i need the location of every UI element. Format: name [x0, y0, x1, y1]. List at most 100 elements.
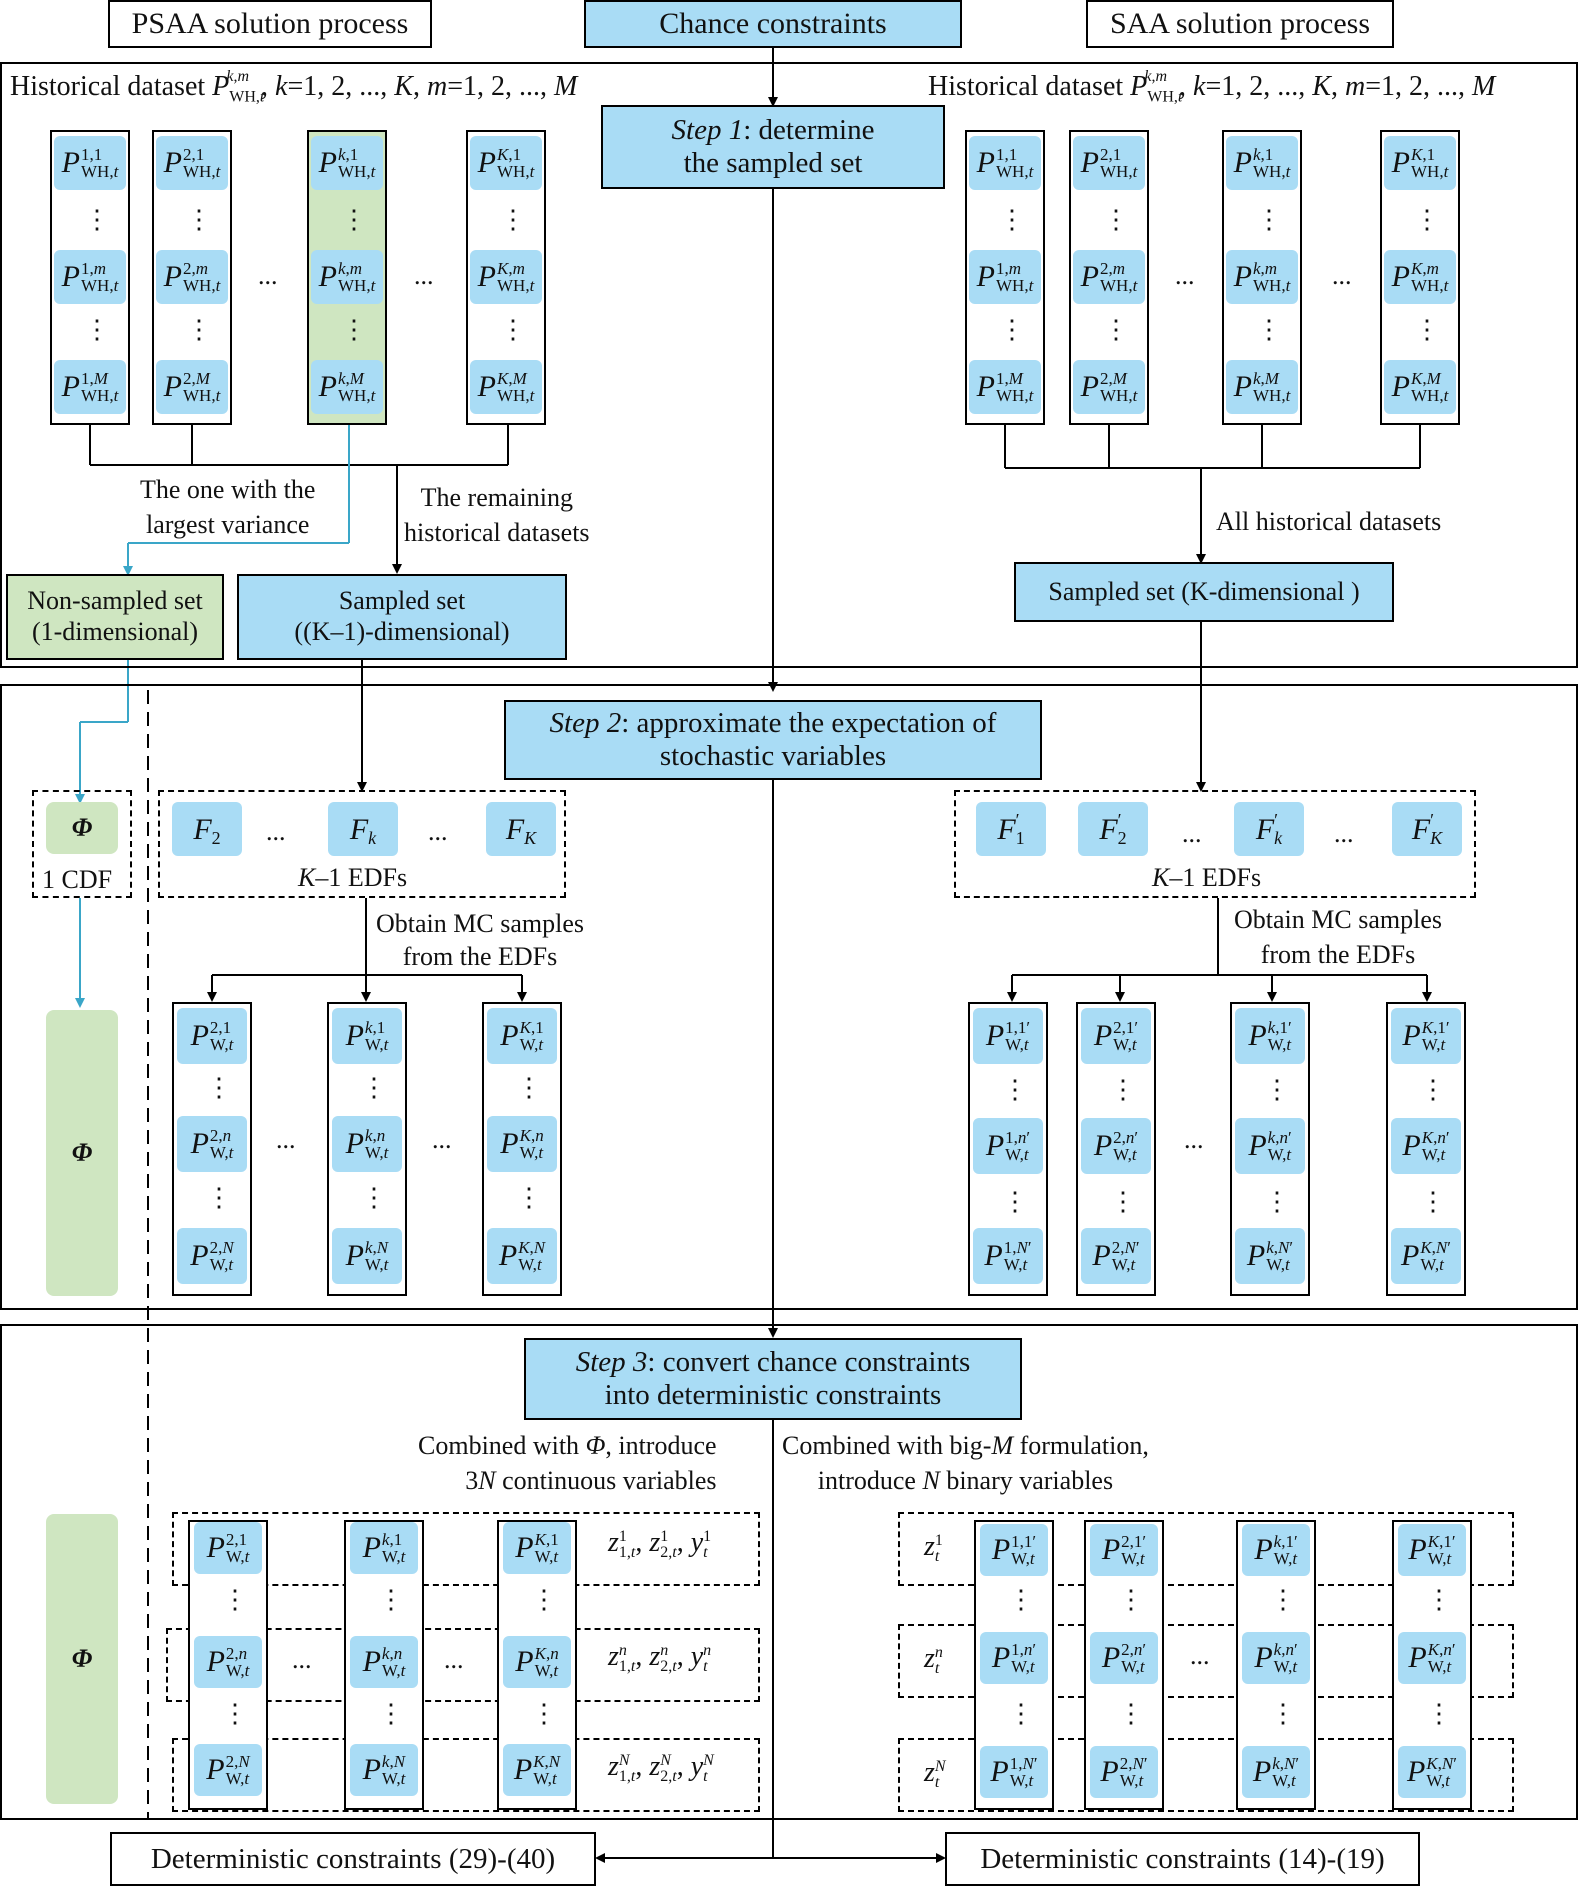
phi-bar-step3: Φ: [46, 1514, 118, 1804]
saa-header: SAA solution process: [1086, 0, 1394, 48]
ellipsis-icon: ...: [1182, 819, 1202, 848]
psaa-header-text: PSAA solution process: [131, 7, 409, 40]
all-historical-datasets-note: All historical datasets: [1216, 507, 1442, 536]
vdots-icon: ⋮: [1110, 1187, 1136, 1216]
step1-line1: Step 1: determine: [671, 113, 875, 146]
vdots-icon: ⋮: [341, 315, 367, 344]
vdots-icon: ⋮: [500, 205, 526, 234]
ellipsis-icon: ...: [444, 1645, 464, 1674]
vdots-icon: ⋮: [999, 205, 1025, 234]
vdots-icon: ⋮: [1103, 205, 1129, 234]
vdots-icon: ⋮: [1264, 1187, 1290, 1216]
edf-tile-F2-prime: F′2: [1078, 802, 1148, 856]
non-sampled-set-box: Non-sampled set(1-dimensional): [6, 574, 224, 660]
step3-box: Step 3: convert chance constraints into …: [524, 1338, 1022, 1420]
edf-tile-Fk: F k: [328, 802, 398, 856]
cdf-label: 1 CDF: [42, 865, 113, 894]
ellipsis-icon: ...: [1175, 261, 1195, 290]
vdots-icon: ⋮: [186, 315, 212, 344]
saa-row-1: [898, 1512, 1514, 1586]
psaa-edf-dashed-box: [158, 790, 566, 898]
saa-deterministic-constraints: Deterministic constraints (14)-(19): [945, 1832, 1420, 1886]
ellipsis-icon: ...: [1334, 819, 1354, 848]
vdots-icon: ⋮: [1420, 1075, 1446, 1104]
vdots-icon: ⋮: [1002, 1187, 1028, 1216]
vdots-icon: ⋮: [84, 205, 110, 234]
panel-step3: [0, 1324, 1578, 1820]
cdf-dashed-box: [32, 790, 132, 898]
vdots-icon: ⋮: [531, 1585, 557, 1614]
saa-edf-dashed-box: [954, 790, 1476, 898]
vdots-icon: ⋮: [1270, 1699, 1296, 1728]
step1-box: Step 1: determine the sampled set: [601, 105, 945, 189]
step1-line2: the sampled set: [683, 147, 863, 179]
vdots-icon: ⋮: [341, 205, 367, 234]
saa-sampled-set-box: Sampled set (K-dimensional ): [1014, 562, 1394, 622]
ellipsis-icon: ...: [258, 261, 278, 290]
edf-tile-F1-prime: F′1: [976, 802, 1046, 856]
vdots-icon: ⋮: [186, 205, 212, 234]
vdots-icon: ⋮: [1426, 1699, 1452, 1728]
phi-cdf-box: Φ: [46, 802, 118, 854]
vdots-icon: ⋮: [1008, 1585, 1034, 1614]
vdots-icon: ⋮: [1103, 315, 1129, 344]
psaa-row-n: [166, 1628, 760, 1702]
ellipsis-icon: ...: [292, 1645, 312, 1674]
vdots-icon: ⋮: [500, 315, 526, 344]
saa-row-n: [898, 1624, 1514, 1698]
panel-step1: [0, 62, 1578, 668]
edf-tile-FK: F K: [486, 802, 556, 856]
vdots-icon: ⋮: [1008, 1699, 1034, 1728]
psaa-combined-note: Combined with Φ, introduce 3N continuous…: [418, 1431, 717, 1496]
step3-line1: Step 3: convert chance constraints: [575, 1345, 971, 1378]
psaa-row-1: [172, 1512, 760, 1586]
edf-tile-Fk-prime: F′k: [1234, 802, 1304, 856]
step3-line2: into deterministic constraints: [604, 1379, 942, 1411]
vdots-icon: ⋮: [1426, 1585, 1452, 1614]
